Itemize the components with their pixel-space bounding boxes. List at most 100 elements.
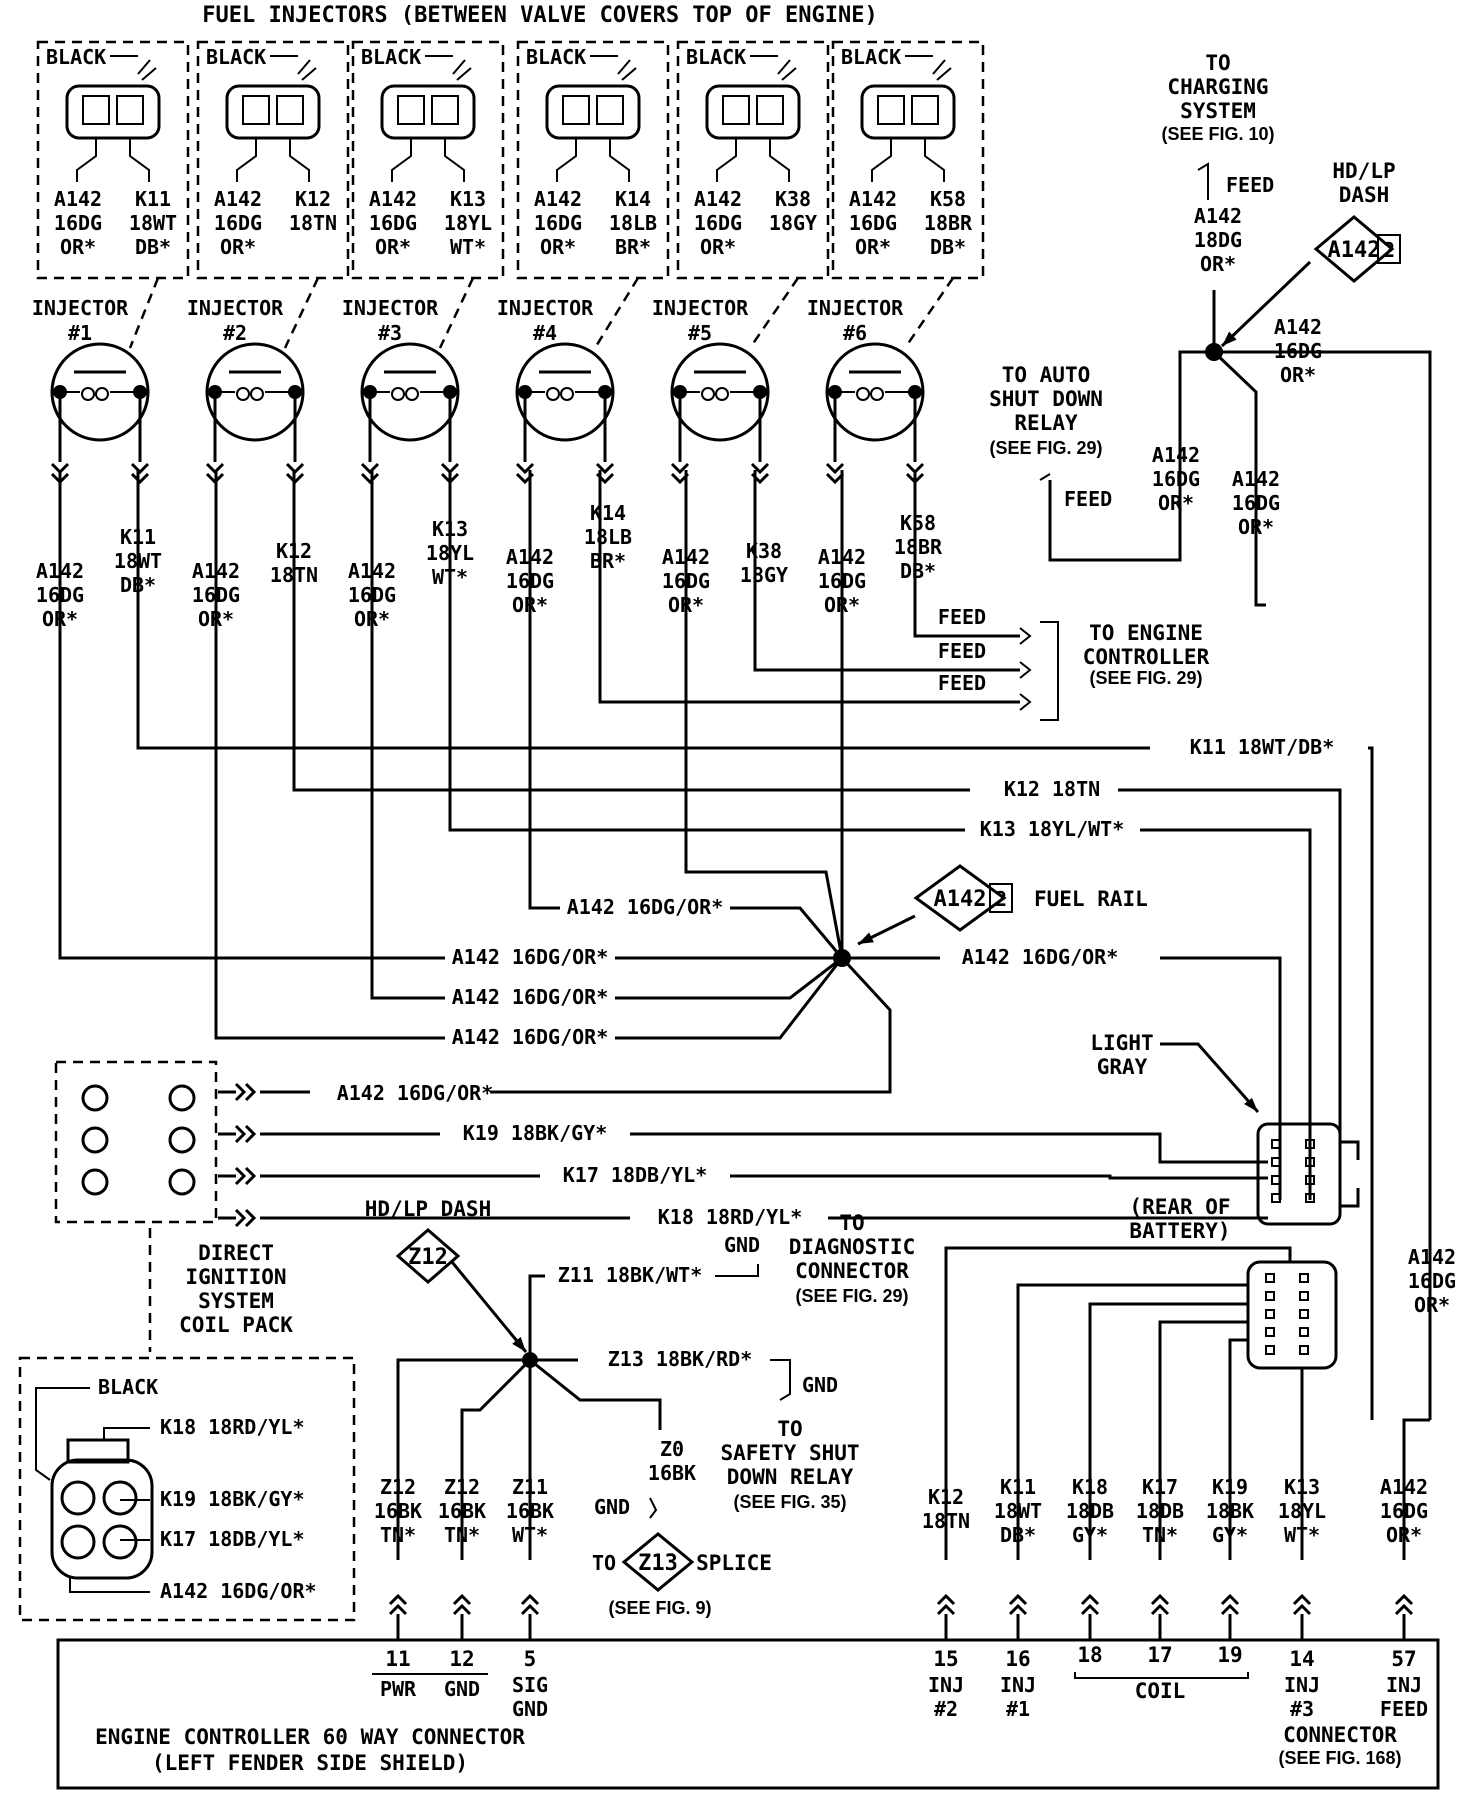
engine-controller-ref: (SEE FIG. 29) xyxy=(1089,668,1202,688)
z12-wire-b xyxy=(460,1358,532,1560)
fuel-rail-label: FUEL RAIL xyxy=(1034,887,1148,911)
leg-b-label: 18LB xyxy=(584,525,632,549)
rear-battery-label: BATTERY) xyxy=(1129,1219,1230,1243)
coil-connector xyxy=(234,1124,247,1144)
z12-arrow-head xyxy=(512,1336,526,1352)
color-pointer xyxy=(301,67,317,81)
coil-pack-box xyxy=(54,1060,218,1224)
k38-wire xyxy=(753,470,1020,672)
bottom-wire-label: K18 xyxy=(1072,1475,1108,1499)
engine-controller-label: TO ENGINE xyxy=(1089,621,1203,645)
k14-wire xyxy=(598,470,1020,704)
k17-label: K17 18DB/YL* xyxy=(563,1163,708,1187)
pin-lead xyxy=(609,138,630,182)
coil-a142-label: A142 16DG/OR* xyxy=(337,1081,494,1105)
asd-feed-break xyxy=(1039,473,1051,481)
pin-function: SIG xyxy=(512,1673,548,1697)
connector-body xyxy=(860,84,956,140)
pin-a-wire-label: A142 xyxy=(214,187,262,211)
z12-splice xyxy=(395,1228,461,1284)
leg-connector xyxy=(130,472,150,485)
bottom-wire-label: OR* xyxy=(1386,1523,1422,1547)
injector-symbol xyxy=(515,342,615,442)
bottom-connector xyxy=(1220,1593,1240,1606)
feed-break xyxy=(1019,693,1032,711)
connector-168 xyxy=(1246,1260,1338,1370)
connector-pin xyxy=(1299,1273,1309,1283)
injector-number: #2 xyxy=(223,321,247,345)
k18-label: K18 18RD/YL* xyxy=(658,1205,803,1229)
pin-lead xyxy=(236,138,257,182)
connector-color: BLACK xyxy=(841,45,901,69)
hdlp-dash-splice xyxy=(1313,215,1395,283)
diag-label: DIAGNOSTIC xyxy=(789,1235,915,1259)
k12-label: K12 18TN xyxy=(1004,777,1100,801)
injector-number: #4 xyxy=(533,321,557,345)
pin-b-wire-label: WT* xyxy=(450,235,486,259)
color-pointer xyxy=(456,67,472,81)
bottom-wire-label: 16BK xyxy=(506,1499,554,1523)
z11-gnd-break xyxy=(715,1264,759,1277)
color-pointer xyxy=(297,59,311,75)
bottom-wire-label: K19 xyxy=(1212,1475,1248,1499)
right-vertical-label: 16DG xyxy=(1408,1269,1456,1293)
pin-function: INJ xyxy=(1000,1673,1036,1697)
k13-wire xyxy=(448,470,965,832)
right-mid-wire-label: A142 xyxy=(1232,467,1280,491)
coil-pin-label: K19 18BK/GY* xyxy=(160,1487,305,1511)
injector-symbol xyxy=(360,342,460,442)
leg-b-label: K14 xyxy=(590,501,626,525)
connector-color: BLACK xyxy=(361,45,421,69)
pin-b-cavity xyxy=(596,95,624,125)
charging-label: CHARGING xyxy=(1167,75,1268,99)
pin-number: 11 xyxy=(385,1647,410,1671)
charging-wire: A142 xyxy=(1194,204,1242,228)
rear-battery-label: (REAR OF xyxy=(1129,1195,1230,1219)
splice-ref: (SEE FIG. 9) xyxy=(608,1598,711,1618)
k11-label: K11 18WT/DB* xyxy=(1190,735,1335,759)
pin-number: 15 xyxy=(933,1647,958,1671)
leg-b-label: BR* xyxy=(590,549,626,573)
injector-label: INJECTOR xyxy=(652,296,749,320)
z0-label: Z0 xyxy=(660,1437,684,1461)
a142-label: A142 16DG/OR* xyxy=(452,945,609,969)
injector-number: #1 xyxy=(68,321,92,345)
color-pointer xyxy=(777,59,791,75)
injector-link xyxy=(283,277,320,349)
charging-label: TO xyxy=(1205,51,1230,75)
bottom-connector xyxy=(1080,1593,1100,1606)
a142-inj2-to-splice xyxy=(615,957,844,1040)
connector-body xyxy=(225,84,321,140)
pin-b-wire-label: K11 xyxy=(135,187,171,211)
bottom-connector xyxy=(1150,1593,1170,1606)
bottom-wire-label: WT* xyxy=(1284,1523,1320,1547)
bottom-connector xyxy=(452,1593,472,1606)
pin-b-wire-label: K58 xyxy=(930,187,966,211)
fuel-rail-splice-label: A142 xyxy=(934,887,987,912)
feed-break xyxy=(1019,661,1032,679)
injector-link xyxy=(903,277,955,349)
safety-label: DOWN RELAY xyxy=(727,1465,854,1489)
connector-pin xyxy=(1265,1291,1275,1301)
leg-connector xyxy=(360,472,380,485)
pin-b-wire-label: 18YL xyxy=(444,211,492,235)
a142-right-wire-a xyxy=(1212,350,1266,607)
z11-gnd: GND xyxy=(724,1233,760,1257)
pin-b-wire-label: K38 xyxy=(775,187,811,211)
bottom-connector xyxy=(1220,1603,1240,1616)
z13-label: Z13 18BK/RD* xyxy=(608,1347,753,1371)
leg-b-label: K38 xyxy=(746,539,782,563)
c168-top xyxy=(1090,1246,1292,1262)
leg-connector xyxy=(130,462,150,475)
pin-number: 5 xyxy=(524,1647,537,1671)
light-gray-pointer xyxy=(1160,1042,1260,1113)
asd-feed: FEED xyxy=(1064,487,1112,511)
pin-a-wire-label: A142 xyxy=(534,187,582,211)
coil-detail-pin xyxy=(102,1480,138,1516)
coil-pack-label: SYSTEM xyxy=(198,1289,274,1313)
z13-gnd-break xyxy=(770,1359,791,1401)
asd-wire-label: 16DG xyxy=(1152,467,1200,491)
a142-to-coil xyxy=(490,956,892,1094)
pin-number: 17 xyxy=(1147,1643,1172,1667)
engine-controller-bracket xyxy=(1040,621,1059,721)
